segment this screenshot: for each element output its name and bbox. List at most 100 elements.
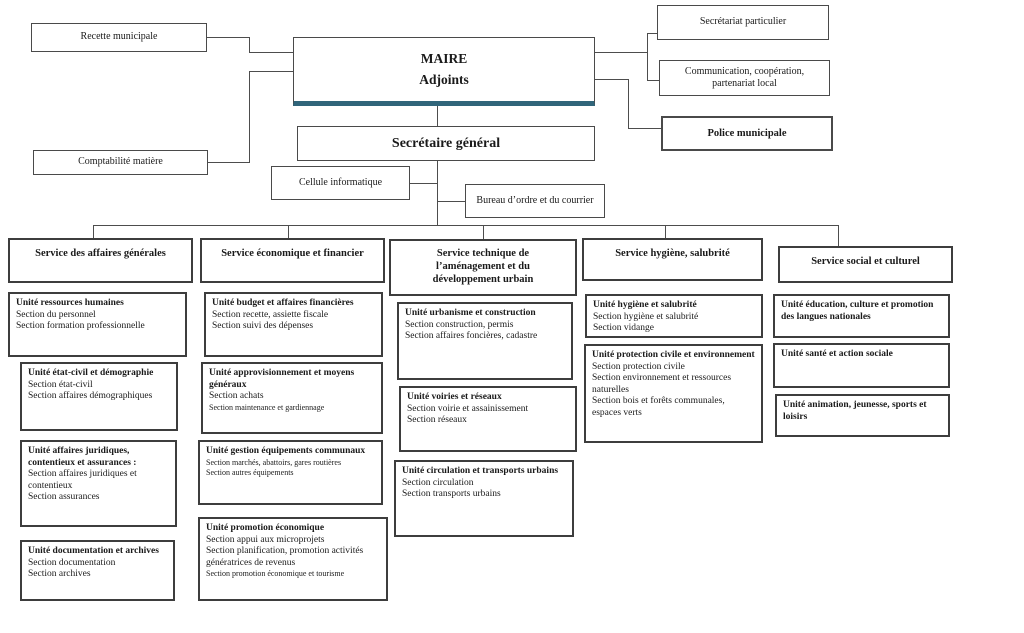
connector-line: [483, 225, 484, 239]
unit-title: Unité urbanisme et construction: [405, 308, 536, 318]
unit-section: Section construction, permis: [405, 319, 514, 330]
connector-line: [838, 225, 839, 246]
service-title: Service économique et financier: [221, 248, 364, 259]
node-label: Bureau d’ordre et du courrier: [476, 194, 594, 206]
unit-section: Section affaires juridiques et contentie…: [28, 469, 137, 491]
connector-line: [437, 106, 438, 126]
unit-section: Section réseaux: [407, 415, 467, 426]
node-cellule-informatique: Cellule informatique: [271, 166, 410, 200]
service-header-technique-urbain: Service technique de l’aménagement et du…: [389, 239, 577, 296]
node-comptabilite-matiere: Comptabilité matière: [33, 150, 208, 175]
node-label-line2: partenariat local: [712, 78, 777, 89]
service-header-affaires-generales: Service des affaires générales: [8, 238, 193, 283]
connector-line: [207, 37, 249, 38]
unit-title: Unité voiries et réseaux: [407, 392, 502, 402]
connector-line: [410, 183, 437, 184]
node-label-line1: Communication, coopération,: [684, 65, 805, 77]
connector-line: [437, 201, 465, 202]
connector-line: [665, 225, 666, 238]
unit-title: Unité animation, jeunesse, sports et loi…: [783, 400, 927, 422]
service-title: Service social et culturel: [811, 256, 920, 267]
node-label: Secrétariat particulier: [699, 16, 787, 28]
node-label: Comptabilité matière: [78, 156, 163, 168]
service-header-hygiene-salubrite: Service hygiène, salubrité: [582, 238, 763, 281]
unit-title: Unité hygiène et salubrité: [593, 300, 697, 310]
unit-title: Unité budget et affaires financières: [212, 298, 354, 308]
connector-line: [208, 162, 249, 163]
connector-line: [647, 80, 659, 81]
unit-section: Section protection civile: [592, 361, 685, 372]
unit-title: Unité état-civil et démographie: [28, 368, 154, 378]
unit-approvisionnement-moyens-generaux: Unité approvisionnement et moyens généra…: [201, 362, 383, 434]
node-recette-municipale: Recette municipale: [31, 23, 207, 52]
service-title: Service des affaires générales: [35, 248, 166, 259]
unit-title: Unité protection civile et environnement: [592, 350, 755, 360]
unit-title: Unité santé et action sociale: [781, 349, 893, 359]
service-header-economique-financier: Service économique et financier: [200, 238, 385, 283]
service-title: Service hygiène, salubrité: [615, 248, 730, 259]
unit-ressources-humaines: Unité ressources humaines Section du per…: [8, 292, 187, 357]
connector-line: [93, 225, 839, 226]
unit-section: Section état-civil: [28, 379, 93, 390]
unit-protection-civile-environnement: Unité protection civile et environnement…: [584, 344, 763, 443]
connector-line: [249, 37, 250, 53]
node-communication: Communication, coopération, partenariat …: [659, 60, 830, 96]
unit-section: Section documentation: [28, 557, 116, 568]
node-label-line1: MAIRE: [420, 51, 468, 67]
connector-line: [93, 225, 94, 238]
unit-budget-affaires-financieres: Unité budget et affaires financières Sec…: [204, 292, 383, 357]
service-title: Service technique de l’aménagement et du…: [432, 248, 534, 286]
unit-promotion-economique: Unité promotion économique Section appui…: [198, 517, 388, 601]
unit-circulation-transports: Unité circulation et transports urbains …: [394, 460, 574, 537]
node-maire-adjoints: MAIRE Adjoints: [293, 37, 595, 106]
unit-section: Section promotion économique et tourisme: [206, 569, 345, 579]
unit-title: Unité affaires juridiques, contentieux e…: [28, 446, 137, 468]
connector-line: [437, 161, 438, 225]
connector-line: [628, 128, 661, 129]
unit-section: Section suivi des dépenses: [212, 321, 314, 332]
unit-section: Section bois et forêts communales, espac…: [592, 396, 725, 418]
unit-section: Section vidange: [593, 323, 654, 334]
connector-line: [595, 79, 628, 80]
node-label: Cellule informatique: [298, 176, 383, 188]
node-secretariat-particulier: Secrétariat particulier: [657, 5, 829, 40]
unit-section: Section du personnel: [16, 309, 96, 320]
unit-title: Unité éducation, culture et promotion de…: [781, 300, 934, 322]
unit-section: Section planification, promotion activit…: [206, 546, 364, 568]
unit-voiries-reseaux: Unité voiries et réseaux Section voirie …: [399, 386, 577, 452]
unit-documentation-archives: Unité documentation et archives Section …: [20, 540, 175, 601]
unit-section: Section formation professionnelle: [16, 321, 145, 332]
unit-section: Section assurances: [28, 492, 100, 503]
unit-section: Section voirie et assainissement: [407, 403, 529, 414]
unit-title: Unité promotion économique: [206, 523, 325, 533]
unit-section: Section appui aux microprojets: [206, 534, 325, 545]
unit-section: Section hygiène et salubrité: [593, 311, 699, 322]
unit-hygiene-salubrite: Unité hygiène et salubrité Section hygiè…: [585, 294, 763, 338]
unit-section: Section marchés, abattoirs, gares routiè…: [206, 457, 342, 467]
node-label: Recette municipale: [80, 31, 158, 43]
unit-gestion-equipements-communaux: Unité gestion équipements communaux Sect…: [198, 440, 383, 505]
unit-etat-civil-demographie: Unité état-civil et démographie Section …: [20, 362, 178, 431]
connector-line: [288, 225, 289, 238]
unit-section: Section circulation: [402, 477, 474, 488]
unit-section: Section maintenance et gardiennage: [209, 402, 325, 412]
unit-section: Section achats: [209, 391, 264, 402]
unit-animation-jeunesse-sports: Unité animation, jeunesse, sports et loi…: [775, 394, 950, 437]
unit-title: Unité gestion équipements communaux: [206, 446, 366, 456]
service-header-social-culturel: Service social et culturel: [778, 246, 953, 283]
connector-line: [595, 52, 647, 53]
unit-urbanisme-construction: Unité urbanisme et construction Section …: [397, 302, 573, 380]
unit-section: Section transports urbains: [402, 489, 501, 500]
unit-title: Unité circulation et transports urbains: [402, 466, 559, 476]
unit-title: Unité documentation et archives: [28, 546, 159, 556]
unit-section: Section recette, assiette fiscale: [212, 309, 329, 320]
unit-affaires-juridiques: Unité affaires juridiques, contentieux e…: [20, 440, 177, 527]
node-bureau-ordre-courrier: Bureau d’ordre et du courrier: [465, 184, 605, 218]
unit-section: Section affaires démographiques: [28, 391, 153, 402]
unit-section: Section autres équipements: [206, 467, 294, 477]
connector-line: [647, 33, 648, 81]
unit-title: Unité approvisionnement et moyens généra…: [209, 368, 355, 390]
connector-line: [249, 71, 250, 163]
connector-line: [628, 79, 629, 129]
